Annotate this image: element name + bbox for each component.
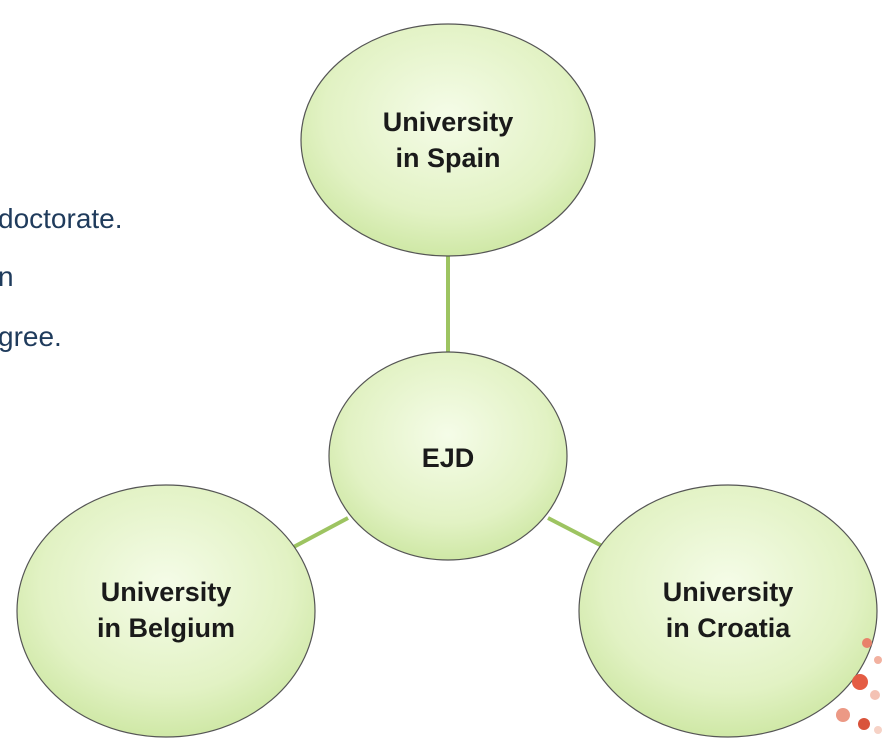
background-text-line-1: doctorate. [0, 203, 123, 234]
background-text-line-2: n [0, 261, 14, 292]
node-label-belgium: University in Belgium [96, 577, 235, 643]
node-croatia [578, 484, 878, 738]
background-text-line-3: gree. [0, 321, 62, 352]
node-belgium [16, 484, 316, 738]
node-label-center: EJD [421, 443, 475, 473]
node-label-spain: University in Spain [382, 107, 514, 173]
connector-croatia [547, 516, 607, 550]
node-label-croatia: University in Croatia [662, 577, 794, 643]
node-center-ejd [328, 351, 568, 561]
connector-belgium [287, 516, 349, 552]
node-spain [300, 23, 596, 257]
decorative-people-graphic [822, 630, 885, 742]
